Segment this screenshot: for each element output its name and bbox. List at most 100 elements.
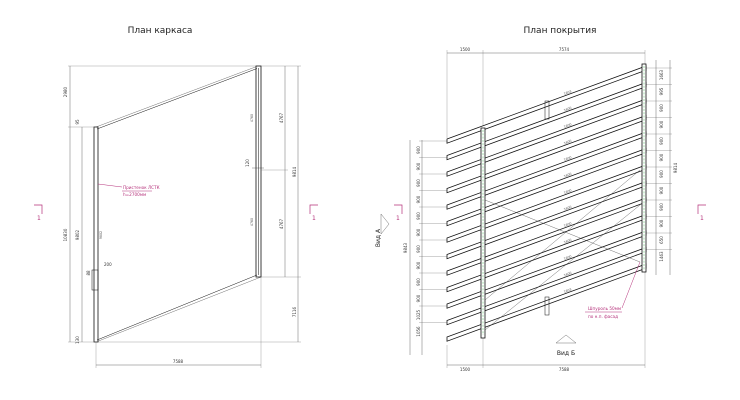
roof-right-spacing-label: 900 <box>659 120 664 128</box>
roof-dim-7574: 7574 <box>559 47 570 52</box>
frame-dim-200: 200 <box>104 262 112 267</box>
roof-right-spacing-label: 995 <box>659 87 664 95</box>
svg-text:1: 1 <box>37 215 41 222</box>
roof-right-spacing-label: 1463 <box>659 251 664 262</box>
roof-beams: 1603 1600 1600 1600 1600 1600 1600 1600 1600 1600… <box>446 65 647 342</box>
roof-joist-label: 1600 <box>563 254 572 261</box>
frame-plan-view: План каркаса 2980 95 10830 9802 <box>34 26 318 368</box>
frame-plan-title: План каркаса <box>128 26 193 36</box>
frame-dim-2980: 2980 <box>63 86 68 97</box>
roof-joist <box>446 65 647 144</box>
roof-left-spacing-label: 900 <box>416 261 421 269</box>
frame-section-mark-left: 1 <box>34 204 43 222</box>
roof-left-spacing-label: 900 <box>416 195 421 203</box>
frame-bottom-beam-inner <box>96 274 258 341</box>
svg-text:1: 1 <box>396 215 400 222</box>
svg-text:Вид Б: Вид Б <box>557 350 575 357</box>
roof-joist-label: 1600 <box>563 139 572 146</box>
frame-section-mark-right: 1 <box>309 204 318 222</box>
frame-dim-130: 130 <box>75 336 80 344</box>
frame-dim-88: 88 <box>86 270 91 276</box>
frame-dim-7116: 7116 <box>292 306 297 317</box>
roof-joist <box>446 180 647 260</box>
frame-outline <box>95 65 262 343</box>
roof-left-spacing-label: 900 <box>416 294 421 302</box>
roof-right-spacing-label: 900 <box>659 170 664 178</box>
roof-joist <box>446 98 647 177</box>
roof-block-top <box>544 100 550 120</box>
roof-callout-text-1: Шпуроль 50мм <box>588 306 621 311</box>
frame-post-label-lower: 4760 <box>250 218 254 226</box>
frame-dim-4767-upper: 4767 <box>279 112 284 123</box>
roof-dim-9814: 9814 <box>673 162 678 173</box>
roof-plan-title: План покрытия <box>524 26 597 36</box>
roof-plan-view: План покрытия 1500 7574 1500 7588 9843 9… <box>375 26 706 372</box>
roof-callout-text-2: по н.п. фасад <box>588 314 618 319</box>
roof-right-spacing-label: 900 <box>659 186 664 194</box>
roof-joist <box>446 131 647 210</box>
roof-joist <box>446 263 647 342</box>
roof-joist <box>446 114 647 194</box>
roof-right-spacing-label: 900 <box>659 219 664 227</box>
roof-joist-label: 1600 <box>563 221 572 228</box>
roof-right-support <box>641 63 647 273</box>
roof-right-spacing-label: 1663 <box>659 69 664 80</box>
frame-callout-leader <box>97 183 123 188</box>
frame-dim-95: 95 <box>75 119 80 125</box>
roof-brace-3 <box>484 169 641 301</box>
roof-brace-1 <box>484 199 641 263</box>
roof-joist <box>446 147 647 227</box>
roof-right-spacing-label: 650 <box>659 236 664 244</box>
frame-post-label-upper: 4760 <box>250 114 254 122</box>
roof-left-spacing-label: 900 <box>416 212 421 220</box>
roof-right-spacing-label: 900 <box>659 104 664 112</box>
frame-dim-10830: 10830 <box>63 228 68 241</box>
roof-left-spacing-label: 1025 <box>416 309 421 320</box>
roof-left-spacing-label: 900 <box>416 278 421 286</box>
frame-dim-9814: 9814 <box>292 166 297 177</box>
svg-text:Вид А: Вид А <box>375 228 382 247</box>
roof-brace-2 <box>484 204 641 331</box>
roof-view-a-marker: Вид А <box>375 213 390 247</box>
roof-joist-label: 1600 <box>563 238 572 245</box>
frame-wall-opening <box>91 269 99 291</box>
roof-dim-1500-bottom: 1500 <box>460 367 471 372</box>
svg-text:1: 1 <box>700 215 704 222</box>
roof-left-spacing-label: 900 <box>416 179 421 187</box>
frame-dim-120: 120 <box>245 159 250 167</box>
roof-dim-7588: 7588 <box>559 367 570 372</box>
roof-joist-label: 1600 <box>563 188 572 195</box>
frame-wall-label: 9802 <box>99 231 103 239</box>
roof-dim-9843: 9843 <box>403 242 408 253</box>
svg-text:1: 1 <box>312 215 316 222</box>
frame-dim-9802: 9802 <box>75 229 80 240</box>
roof-left-spacing-label: 1056 <box>416 326 421 337</box>
roof-block-bottom <box>544 296 550 316</box>
roof-left-spacing-label: 900 <box>416 228 421 236</box>
roof-joist-label: 1600 <box>563 106 572 113</box>
roof-section-mark-left: 1 <box>394 204 403 222</box>
roof-joist-label: 1600 <box>563 271 572 278</box>
roof-joist <box>446 164 647 243</box>
roof-joist-label: 1600 <box>563 172 572 179</box>
roof-joist <box>446 230 647 309</box>
frame-dim-4767-lower: 4767 <box>279 218 284 229</box>
roof-joist-label: 1600 <box>563 122 572 129</box>
roof-joist-label: 1603 <box>563 89 572 96</box>
roof-joist-label: 1600 <box>563 205 572 212</box>
roof-right-spacing-label: 900 <box>659 203 664 211</box>
roof-callout-leader <box>621 261 641 309</box>
frame-dim-7588: 7588 <box>173 359 184 364</box>
roof-left-spacing-label: 900 <box>416 162 421 170</box>
roof-joist-label: 1603 <box>563 287 572 294</box>
roof-joist <box>446 81 647 161</box>
frame-callout-text-2: h=2700мм <box>123 192 146 197</box>
frame-left-wall <box>93 126 99 343</box>
roof-dim-1500-top: 1500 <box>460 47 471 52</box>
roof-left-spacing-label: 900 <box>416 146 421 154</box>
roof-right-spacing-label: 900 <box>659 153 664 161</box>
roof-joist-label: 1600 <box>563 155 572 162</box>
